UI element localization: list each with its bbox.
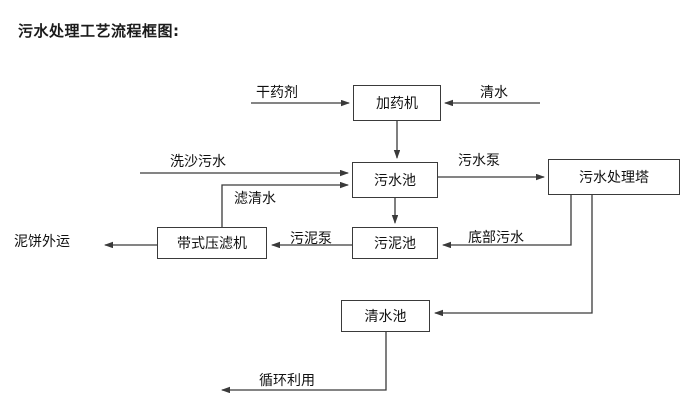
- edge-bottom-wastewater-to-sludge-pool: [442, 195, 572, 249]
- node-clean-water-pool[interactable]: 清水池: [341, 300, 430, 332]
- node-belt-filter-press[interactable]: 带式压滤机: [157, 227, 267, 259]
- node-label: 污水处理塔: [579, 170, 649, 186]
- node-treatment-tower[interactable]: 污水处理塔: [548, 159, 680, 195]
- edge-filtered-water-to-wastewater-pool: [221, 181, 349, 227]
- node-label: 清水池: [364, 309, 407, 325]
- edge-label-sand-wash-water: 洗沙污水: [170, 154, 226, 170]
- edge-tower-to-clean-water-pool: [434, 195, 593, 317]
- node-label: 污水池: [374, 173, 416, 189]
- node-label: 带式压滤机: [177, 236, 247, 252]
- node-sludge-pool[interactable]: 污泥池: [352, 227, 438, 259]
- edge-label-bottom-wastewater: 底部污水: [468, 230, 524, 246]
- edge-label-wastewater-pump: 污水泵: [458, 153, 500, 169]
- edge-label-sludge-pump: 污泥泵: [290, 231, 332, 247]
- terminal-label-mudcake-transport: 泥饼外运: [14, 234, 70, 250]
- node-label: 加药机: [376, 96, 418, 112]
- edge-label-dry-chemical: 干药剂: [256, 85, 298, 101]
- page-title: 污水处理工艺流程框图:: [18, 22, 180, 40]
- node-wastewater-pool[interactable]: 污水池: [352, 162, 438, 198]
- node-label: 污泥池: [374, 236, 416, 252]
- edge-label-recycle-reuse: 循环利用: [259, 373, 315, 389]
- node-dosing-machine[interactable]: 加药机: [353, 85, 441, 121]
- edge-label-clean-water-inlet: 清水: [480, 85, 508, 101]
- edge-label-filtered-water: 滤清水: [234, 191, 276, 207]
- edge-clean-water-pool-to-recycle: [221, 332, 387, 394]
